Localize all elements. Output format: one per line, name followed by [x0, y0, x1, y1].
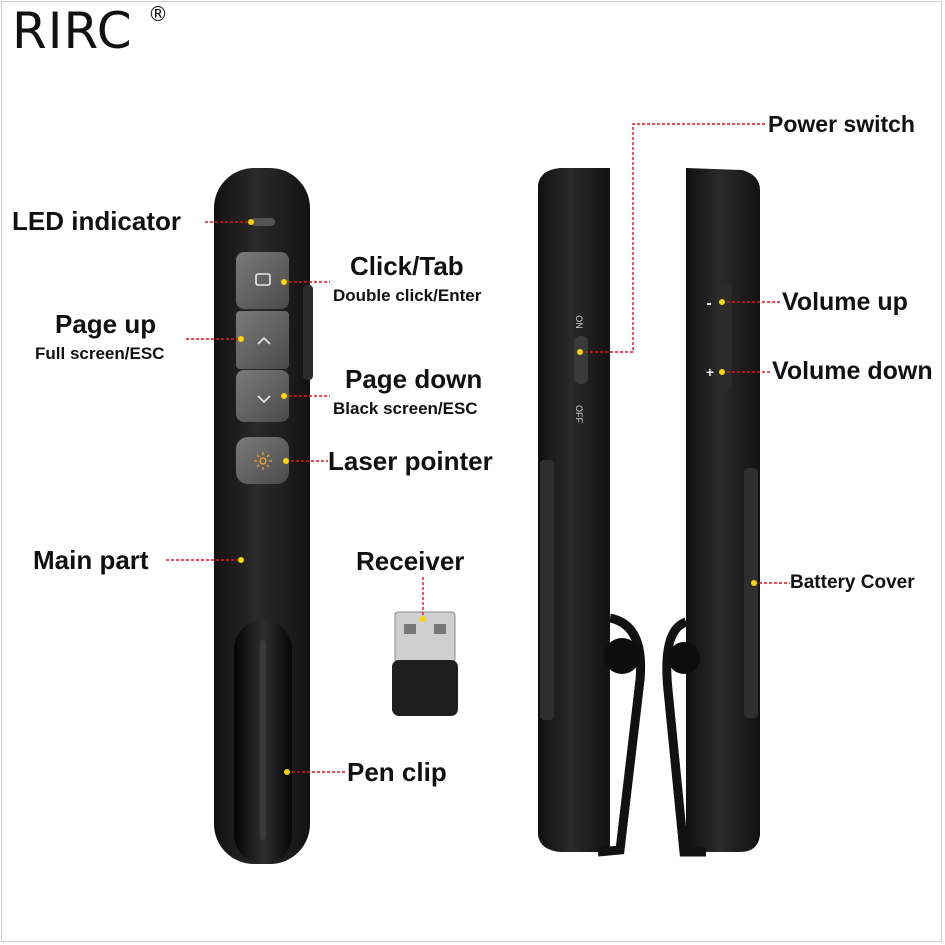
side-body — [686, 168, 760, 852]
chevron-down-icon — [257, 395, 271, 404]
registered-mark: ® — [148, 2, 168, 26]
front-remote — [214, 168, 313, 864]
side-grip — [303, 285, 313, 380]
double-click-enter-label: Double click/Enter — [333, 286, 482, 305]
page-up-label: Page up — [55, 309, 157, 339]
side-view-left — [538, 168, 646, 857]
receiver-body — [392, 660, 458, 716]
brand-logo: RIRC — [12, 2, 133, 60]
usb-contact — [434, 624, 446, 634]
laser-icon — [254, 452, 272, 470]
volume-down-label: Volume down — [772, 357, 933, 385]
leader-lines — [166, 123, 790, 773]
main-part-label: Main part — [33, 545, 149, 575]
volume-up-label: Volume up — [782, 288, 908, 316]
click-tab-button[interactable] — [236, 252, 289, 309]
leader-dots — [238, 219, 757, 775]
usb-receiver — [392, 611, 458, 716]
usb-contact — [404, 624, 416, 634]
black-screen-esc-label: Black screen/ESC — [333, 399, 478, 418]
power-switch[interactable] — [574, 336, 588, 384]
click-tab-label: Click/Tab — [350, 251, 464, 281]
full-screen-esc-label: Full screen/ESC — [35, 344, 165, 363]
led-indicator-label: LED indicator — [12, 206, 182, 236]
clip-hinge — [668, 642, 700, 674]
laser-button[interactable] — [236, 437, 289, 484]
led-window — [251, 218, 275, 226]
side-panel — [744, 468, 758, 718]
side-view-right — [662, 168, 760, 857]
switch-on-text: ON — [574, 315, 584, 329]
laser-pointer-label: Laser pointer — [328, 446, 493, 476]
battery-cover-label: Battery Cover — [790, 572, 915, 593]
clip-hinge — [604, 638, 640, 674]
page-down-button[interactable] — [236, 370, 289, 422]
volume-rocker[interactable] — [716, 282, 732, 392]
side-clip — [597, 613, 646, 857]
chevron-up-icon — [257, 336, 271, 345]
power-switch-label: Power switch — [768, 111, 915, 137]
volume-plus-mark: + — [706, 364, 714, 380]
side-panel — [540, 460, 554, 720]
side-clip — [662, 617, 706, 857]
square-icon — [255, 273, 271, 286]
switch-off-text: OFF — [574, 405, 584, 423]
pen-clip-highlight — [260, 640, 266, 840]
page-down-label: Page down — [345, 364, 483, 394]
receiver-label: Receiver — [356, 546, 465, 576]
side-body — [538, 168, 610, 852]
pen-clip-label: Pen clip — [347, 757, 447, 787]
volume-minus-mark: - — [706, 295, 711, 312]
